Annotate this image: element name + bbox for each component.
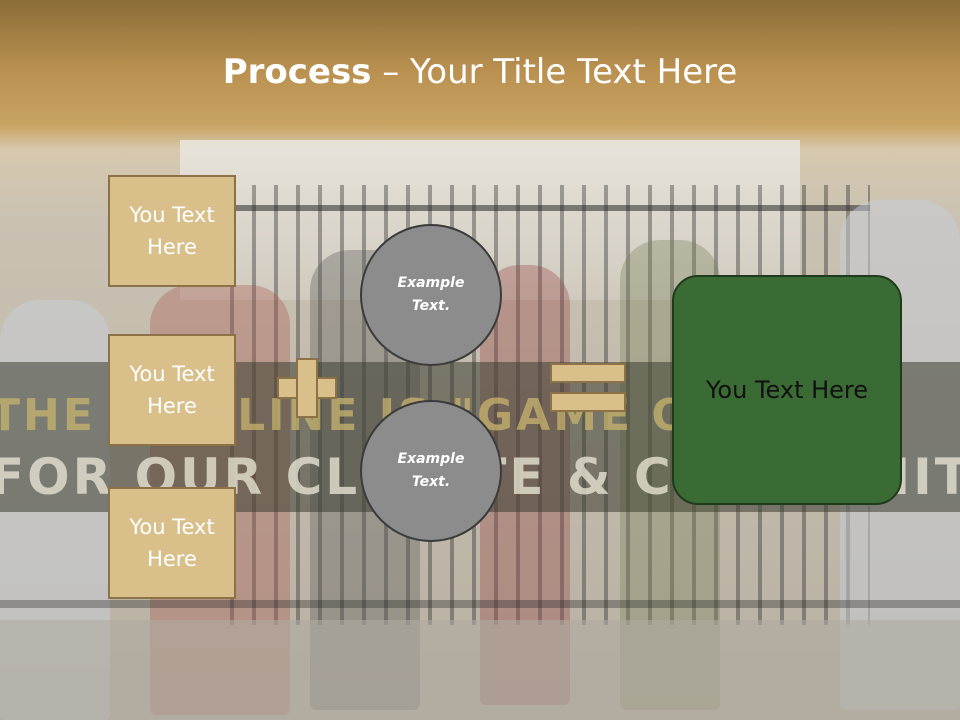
equals-icon-bottom-bar [550,392,626,412]
background-ground [0,620,960,720]
input-box-3[interactable]: You Text Here [108,487,236,599]
plus-icon-center [298,379,316,397]
result-text: You Text Here [705,376,869,404]
title-rest: – Your Title Text Here [371,52,738,92]
example-circle-2-text: Example Text. [397,451,465,490]
equals-icon-top-bar [550,363,626,383]
example-circle-1-text: Example Text. [397,275,465,314]
example-circle-2[interactable]: Example Text. [360,400,502,542]
input-box-2[interactable]: You Text Here [108,334,236,446]
result-box[interactable]: You Text Here [672,275,902,505]
input-box-1[interactable]: You Text Here [108,175,236,287]
fence-lower-rail [0,600,960,608]
slide-title: Process – Your Title Text Here [0,52,960,92]
example-circle-1[interactable]: Example Text. [360,224,502,366]
fence-rail [230,205,870,211]
title-bold: Process [222,52,372,92]
